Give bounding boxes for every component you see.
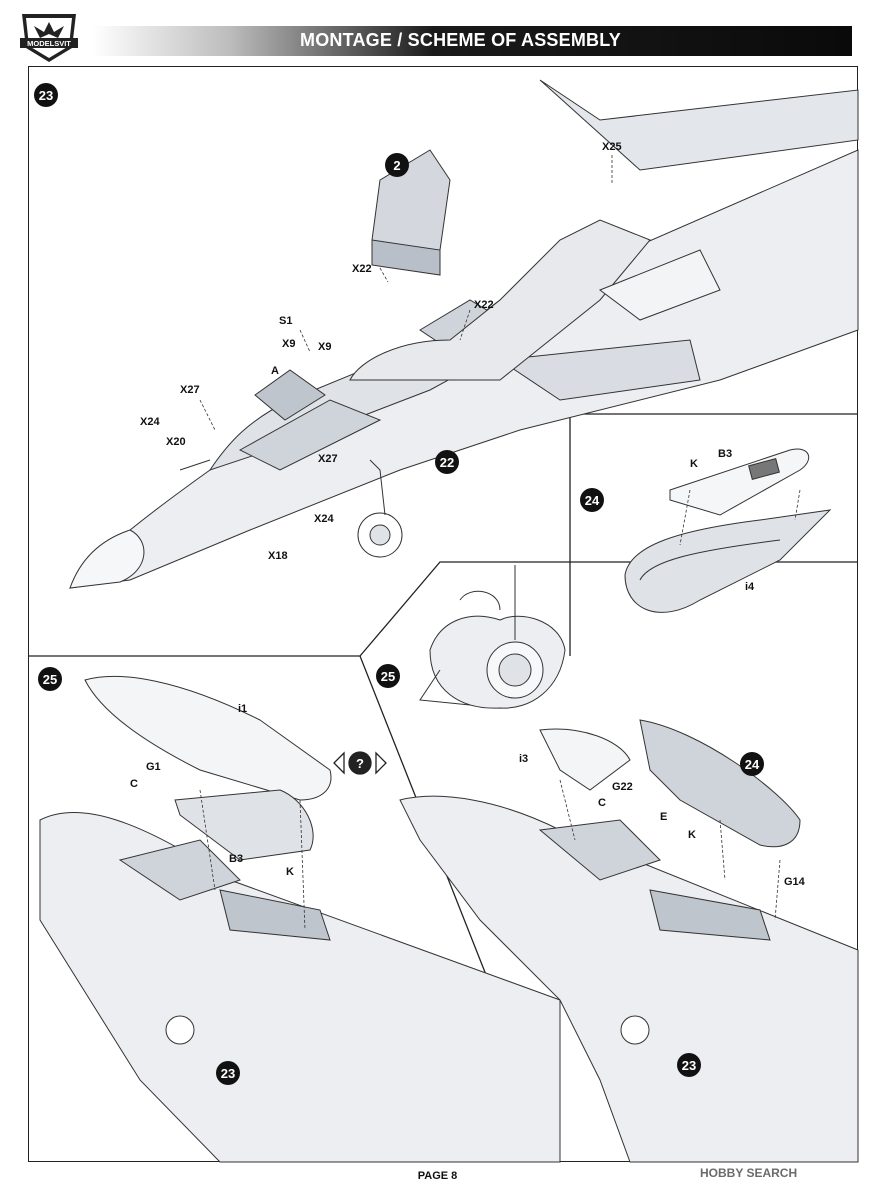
logo-text: MODELSVIT [27, 39, 71, 48]
step-badges: 23 2 22 24 25 25 24 23 23 [34, 83, 764, 1085]
svg-text:25: 25 [381, 669, 395, 684]
step-badge-23-right: 23 [677, 1053, 701, 1077]
svg-text:23: 23 [221, 1066, 235, 1081]
part-label-x27a: X27 [180, 384, 200, 396]
page-header: MODELSVIT MONTAGE / SCHEME OF ASSEMBLY [0, 0, 875, 66]
svg-text:23: 23 [682, 1058, 696, 1073]
part-label-g22: G22 [612, 781, 633, 793]
canopy-assembly-25-right [399, 719, 859, 1163]
part-label-x9b: X9 [318, 341, 331, 353]
svg-text:24: 24 [585, 493, 600, 508]
svg-text:2: 2 [393, 158, 400, 173]
part-label-x20: X20 [166, 436, 186, 448]
part-label-k-top: K [690, 458, 698, 470]
part-label-i3: i3 [519, 753, 528, 765]
step-badge-23-main: 23 [34, 83, 58, 107]
part-label-x25: X25 [602, 141, 622, 153]
step-badge-25-left: 25 [38, 667, 62, 691]
part-label-x9a: X9 [282, 338, 295, 350]
step-badge-22: 22 [435, 450, 459, 474]
canopy-detail-24 [624, 448, 832, 613]
leader-lines [199, 155, 801, 931]
part-label-x27b: X27 [318, 453, 338, 465]
svg-text:24: 24 [745, 757, 760, 772]
part-label-c-left: C [130, 778, 138, 790]
part-label-i1: i1 [238, 703, 247, 715]
part-label-x18: X18 [268, 550, 288, 562]
part-label-k-right: K [688, 829, 696, 841]
part-label-g1: G1 [146, 761, 161, 773]
part-label-b3-left: B3 [229, 853, 243, 865]
step-badge-25-right: 25 [376, 664, 400, 688]
canopy-assembly-25-left [39, 675, 561, 1163]
part-label-e-right: E [660, 811, 667, 823]
view-direction-indicator: ? [333, 751, 387, 775]
fuselage-main-illustration [68, 79, 859, 589]
title-bar [92, 26, 852, 56]
watermark-text: HOBBY SEARCH [700, 1166, 798, 1180]
page-number: PAGE 8 [417, 1170, 458, 1182]
part-label-a: A [271, 365, 279, 377]
part-label-c-right: C [598, 797, 606, 809]
part-label-x22a: X22 [352, 263, 372, 275]
part-label-g14: G14 [784, 876, 806, 888]
part-label-s1: S1 [279, 315, 292, 327]
page-title: MONTAGE / SCHEME OF ASSEMBLY [300, 30, 621, 50]
front-view-inset [419, 565, 566, 709]
step-badge-23-left: 23 [216, 1061, 240, 1085]
svg-text:?: ? [356, 756, 364, 771]
part-label-x22b: X22 [474, 299, 494, 311]
part-label-b3-top: B3 [718, 448, 732, 460]
svg-text:22: 22 [440, 455, 454, 470]
part-label-k-left: K [286, 866, 294, 878]
svg-text:25: 25 [43, 672, 57, 687]
part-label-i4: i4 [745, 581, 755, 593]
step-badge-24: 24 [580, 488, 604, 512]
step-badge-24-ref: 24 [740, 752, 764, 776]
part-labels: X25 X22 X22 S1 X9 X9 A X27 X24 X20 X27 X… [130, 141, 806, 888]
part-label-x24a: X24 [140, 416, 160, 428]
step-badge-2: 2 [385, 153, 409, 177]
svg-text:23: 23 [39, 88, 53, 103]
modelsvit-logo: MODELSVIT [20, 14, 78, 62]
part-label-x24b: X24 [314, 513, 334, 525]
